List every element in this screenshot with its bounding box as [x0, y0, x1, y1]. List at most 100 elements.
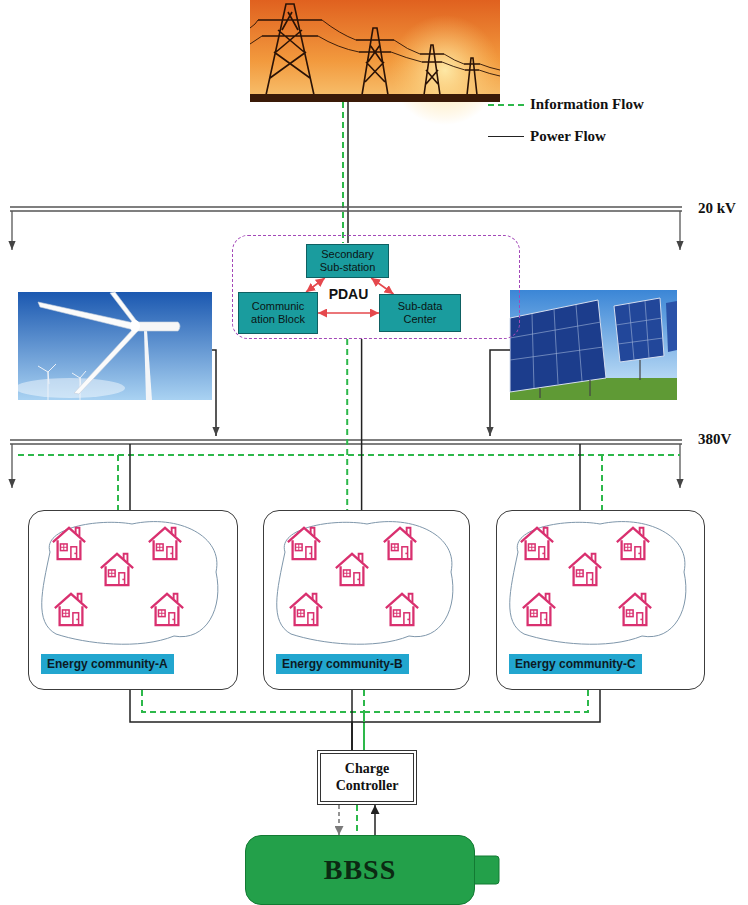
- panel-grid: [616, 301, 663, 360]
- community-label: Energy community-B: [276, 654, 409, 674]
- pylons: [258, 4, 480, 95]
- connector-line: [352, 690, 600, 750]
- house-icon: [619, 594, 651, 625]
- legend-sample: [488, 136, 524, 137]
- region-label: PDAU: [318, 286, 379, 302]
- community-houses: [277, 522, 453, 645]
- connector-line: [130, 690, 352, 750]
- solar-panel-photo: [510, 290, 677, 400]
- pdau-region: PDAU Secondary Sub-stationCommunic ation …: [232, 235, 520, 339]
- neighbourhood-outline: [42, 522, 218, 645]
- connector-line: [371, 278, 393, 294]
- panel-grid: [510, 305, 603, 388]
- voltage-label: 380V: [698, 431, 731, 448]
- feeder-line: [130, 444, 580, 510]
- connector-line: [318, 312, 379, 314]
- house-icon: [336, 554, 368, 585]
- info-line: [342, 102, 344, 243]
- bus-20kv: [10, 207, 682, 211]
- connector: [318, 313, 379, 314]
- cloud: [15, 378, 125, 398]
- distant-turbines: [38, 364, 86, 400]
- blades: [38, 292, 139, 394]
- bus-380v: [10, 440, 682, 444]
- box-label: Secondary Sub-station: [311, 248, 384, 273]
- box-label: Sub-data Center: [384, 300, 456, 325]
- neighbourhood-outline: [277, 522, 453, 645]
- info-line: [356, 805, 358, 835]
- power-cables: [250, 20, 500, 76]
- connector: [347, 339, 361, 510]
- connector: [352, 690, 364, 750]
- house-icon: [384, 528, 416, 559]
- info-line: [364, 690, 588, 750]
- panel-legs: [540, 360, 640, 398]
- house-icon: [386, 594, 418, 625]
- info-line: [118, 455, 602, 510]
- bus-drop: [11, 211, 12, 250]
- battery-box: BBSS: [245, 835, 475, 905]
- connector-line: [306, 278, 325, 292]
- wind-turbine-photo: [15, 292, 212, 400]
- connector: [352, 690, 600, 750]
- community-box: Energy community-C: [496, 510, 705, 690]
- box-label: Charge Controller: [327, 761, 407, 795]
- house-icon: [617, 528, 649, 559]
- feeder-line: [347, 102, 349, 243]
- house-icon: [55, 594, 87, 625]
- connector: [371, 278, 393, 294]
- house-icon: [569, 554, 601, 585]
- house-icon: [149, 528, 181, 559]
- legend-item: Information Flow: [488, 96, 644, 113]
- community-houses: [510, 522, 686, 645]
- process-box: Communic ation Block: [238, 292, 318, 334]
- legend-text: Power Flow: [530, 128, 606, 145]
- bus-drop: [11, 444, 12, 488]
- house-icon: [151, 594, 183, 625]
- house-icon: [53, 528, 85, 559]
- feeder-line: [490, 350, 510, 436]
- neighbourhood-outline: [510, 522, 686, 645]
- panel: [510, 300, 606, 392]
- hub: [130, 320, 140, 332]
- connector-line: [374, 805, 376, 835]
- battery-label: BBSS: [324, 854, 397, 886]
- community-box: Energy community-B: [263, 510, 470, 690]
- connector: [375, 805, 376, 835]
- bus-drop: [679, 211, 680, 250]
- voltage-label: 20 kV: [698, 200, 736, 217]
- box-label: Communic ation Block: [243, 300, 313, 325]
- community-label: Energy community-C: [509, 654, 642, 674]
- info-line: [346, 339, 348, 510]
- bus-drop: [679, 444, 680, 488]
- panel: [614, 298, 664, 362]
- community-label: Energy community-A: [41, 654, 174, 674]
- sky: [510, 290, 677, 400]
- power-line-photo: [250, 0, 500, 125]
- connector-line: [361, 339, 363, 510]
- process-box: Sub-data Center: [379, 294, 461, 332]
- nacelle: [136, 322, 180, 331]
- info-line: [142, 690, 364, 750]
- connector-line: [338, 805, 340, 835]
- house-icon: [523, 594, 555, 625]
- sun-glow: [390, 15, 500, 125]
- controller-box: Charge Controller: [317, 750, 417, 805]
- community-box: Energy community-A: [28, 510, 238, 690]
- house-icon: [290, 594, 322, 625]
- house-icon: [101, 554, 133, 585]
- legend-sample: [488, 104, 524, 106]
- ground-silhouette: [250, 94, 500, 102]
- turbine-tower: [144, 330, 152, 400]
- community-houses: [42, 522, 218, 645]
- house-icon: [521, 528, 553, 559]
- feeder-line: [212, 350, 216, 436]
- connector: [130, 690, 364, 750]
- process-box: Secondary Sub-station: [306, 244, 389, 278]
- house-icon: [288, 528, 320, 559]
- legend-item: Power Flow: [488, 128, 606, 145]
- legend-text: Information Flow: [530, 96, 644, 113]
- panel: [666, 301, 677, 352]
- connector: [306, 278, 325, 292]
